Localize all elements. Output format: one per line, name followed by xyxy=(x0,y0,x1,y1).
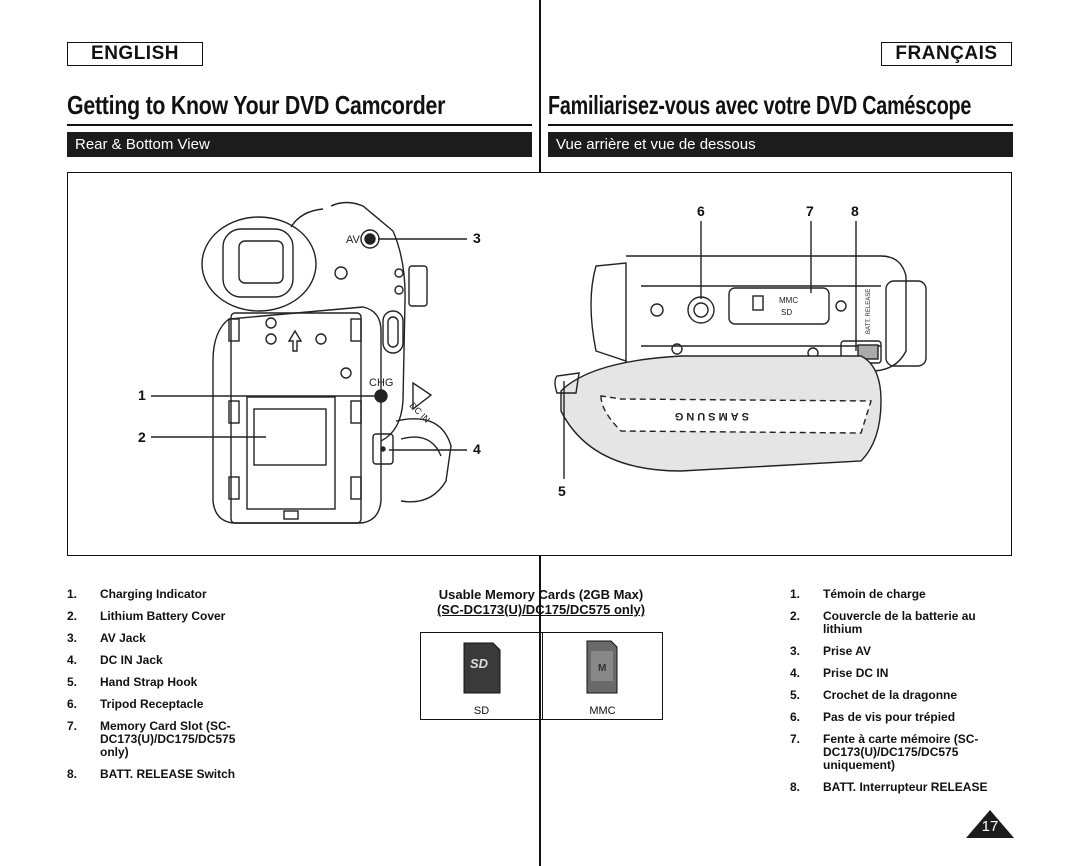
callout-6: 6 xyxy=(697,203,705,219)
callout-8: 8 xyxy=(851,203,859,219)
language-label-english: ENGLISH xyxy=(67,42,203,66)
list-item: 6.Pas de vis pour trépied xyxy=(790,710,956,724)
language-label-french: FRANÇAIS xyxy=(881,42,1012,66)
page-number-triangle xyxy=(966,810,1014,838)
camcorder-illustration: AV CHG DC IN MMC SD BATT. RELEASE SAMSUN… xyxy=(151,201,927,524)
list-item: 8.BATT. RELEASE Switch xyxy=(67,767,236,781)
title-rule-right xyxy=(548,124,1013,126)
list-item: 6.Tripod Receptacle xyxy=(67,697,204,711)
page-title-english: Getting to Know Your DVD Camcorder xyxy=(67,90,446,120)
column-divider-bottom xyxy=(539,556,541,866)
memory-cards-title: Usable Memory Cards (2GB Max) xyxy=(438,587,644,602)
callout-7: 7 xyxy=(806,203,814,219)
column-divider-top xyxy=(539,0,541,172)
section-bar-french: Vue arrière et vue de dessous xyxy=(548,132,1013,157)
memory-cards-heading: Usable Memory Cards (2GB Max) (SC-DC173(… xyxy=(410,587,672,617)
mmc-card-icon: M xyxy=(586,640,618,694)
parts-list-french: 1.Témoin de charge 2.Couvercle de la bat… xyxy=(790,588,1012,803)
list-item: 1.Charging Indicator xyxy=(67,587,207,601)
sd-card-icon: SD xyxy=(463,642,501,694)
list-item: 1.Témoin de charge xyxy=(790,587,926,601)
list-item: 5.Hand Strap Hook xyxy=(67,675,198,689)
page-title-french: Familiarisez-vous avec votre DVD Camésco… xyxy=(548,90,972,120)
mmc-card-label: MMC xyxy=(589,705,616,717)
list-item: 7.Memory Card Slot (SC-DC173(U)/DC175/DC… xyxy=(67,719,236,759)
av-jack-label: AV xyxy=(346,234,361,246)
callout-5: 5 xyxy=(558,483,566,499)
list-item: 4.Prise DC IN xyxy=(790,666,889,680)
mmc-slot-label: MMC xyxy=(779,296,798,305)
list-item: 5.Crochet de la dragonne xyxy=(790,688,958,702)
sd-slot-label: SD xyxy=(781,308,792,317)
chg-label: CHG xyxy=(369,377,393,389)
parts-list-english: 1.Charging Indicator 2.Lithium Battery C… xyxy=(67,588,267,790)
memory-cards-table: SD M SD MMC xyxy=(420,632,663,720)
list-item: 8.BATT. Interrupteur RELEASE xyxy=(790,780,988,794)
callout-3: 3 xyxy=(473,230,481,246)
page-number: 17 xyxy=(981,818,999,835)
sd-card-label: SD xyxy=(473,705,490,717)
camcorder-figure: AV CHG DC IN MMC SD BATT. RELEASE SAMSUN… xyxy=(67,172,1012,556)
list-item: 3.AV Jack xyxy=(67,631,146,645)
title-rule-left xyxy=(67,124,532,126)
list-item: 2.Lithium Battery Cover xyxy=(67,609,226,623)
batt-release-label: BATT. RELEASE xyxy=(866,289,872,334)
list-item: 2.Couvercle de la batterie au lithium xyxy=(790,609,976,636)
list-item: 7.Fente à carte mémoire (SC-DC173(U)/DC1… xyxy=(790,732,979,772)
table-divider xyxy=(542,633,543,719)
callout-1: 1 xyxy=(138,387,146,403)
svg-text:SD: SD xyxy=(470,656,489,671)
memory-cards-subtitle: (SC-DC173(U)/DC175/DC575 only) xyxy=(436,602,646,617)
callout-4: 4 xyxy=(473,441,481,457)
brand-label: SAMSUNG xyxy=(672,410,749,422)
svg-text:M: M xyxy=(598,663,606,674)
section-bar-english: Rear & Bottom View xyxy=(67,132,532,157)
list-item: 3.Prise AV xyxy=(790,644,872,658)
callout-2: 2 xyxy=(138,429,146,445)
list-item: 4.DC IN Jack xyxy=(67,653,163,667)
